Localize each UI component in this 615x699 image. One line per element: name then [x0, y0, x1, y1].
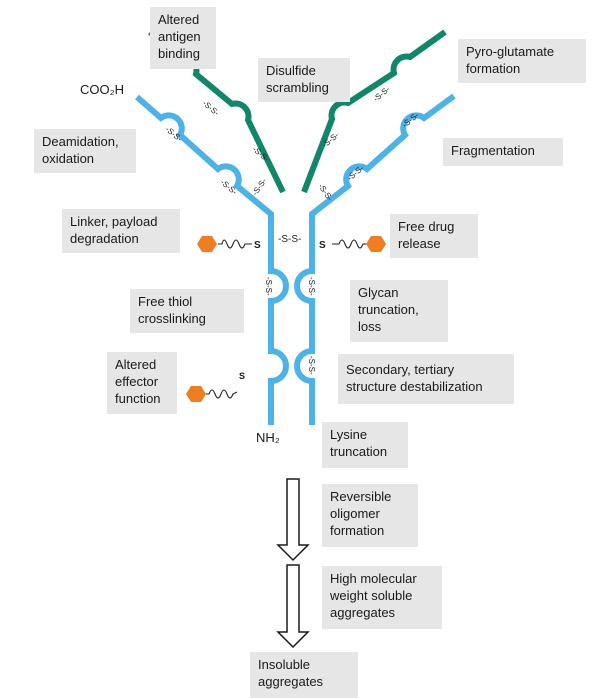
label-free-thiol-crosslinking: Free thiol crosslinking: [130, 289, 244, 333]
light-chain-right: [301, 29, 447, 194]
payload-hexagon-icon: [197, 236, 217, 252]
label-altered-antigen-binding: Altered antigen binding: [150, 7, 216, 69]
label-reversible-oligomer: Reversible oligomer formation: [322, 484, 418, 547]
payload-hexagon-icon: [186, 386, 206, 402]
linker-squiggle: [332, 239, 367, 249]
label-hmw-soluble-aggregates: High molecular weight soluble aggregates: [322, 566, 442, 629]
disulfide-lc-1: -S-S-: [201, 99, 221, 118]
linker-squiggle: [218, 239, 252, 249]
label-secondary-tertiary: Secondary, tertiary structure destabiliz…: [338, 354, 514, 404]
sulfur-right: S: [319, 240, 326, 251]
label-glycan-truncation: Glycan truncation, loss: [350, 280, 448, 342]
down-arrow-icon: [276, 564, 310, 649]
label-free-drug-release: Free drug release: [390, 214, 478, 258]
sulfur-effector: S: [239, 371, 245, 381]
heavy-chain-left: [135, 94, 289, 425]
heavy-chain-right: [294, 93, 456, 425]
disulfide-hinge: -S-S-: [278, 234, 301, 245]
disulfide-ch3-right: -S-S-: [307, 356, 316, 375]
label-fragmentation: Fragmentation: [443, 138, 563, 166]
disulfide-ch2-left: -S-S-: [264, 277, 273, 296]
nh2-terminus: NH₂: [256, 430, 280, 445]
label-insoluble-aggregates: Insoluble aggregates: [250, 652, 358, 698]
label-linker-payload-degradation: Linker, payload degradation: [62, 209, 180, 253]
linker-squiggle: [206, 389, 238, 399]
cooh-terminus: COO₂H: [80, 82, 124, 97]
label-disulfide-scrambling: Disulfide scrambling: [258, 58, 350, 102]
label-pyroglutamate-formation: Pyro-glutamate formation: [458, 39, 586, 83]
sulfur-left: S: [254, 240, 261, 251]
payload-hexagon-icon: [366, 236, 386, 252]
label-lysine-truncation: Lysine truncation: [322, 422, 408, 468]
disulfide-ch2-right: -S-S-: [307, 277, 316, 296]
label-altered-effector-function: Altered effector function: [107, 352, 177, 414]
label-deamidation-oxidation: Deamidation, oxidation: [34, 129, 136, 173]
down-arrow-icon: [276, 478, 310, 562]
disulfide-hinge-lc-left: -S-S-: [250, 176, 268, 197]
